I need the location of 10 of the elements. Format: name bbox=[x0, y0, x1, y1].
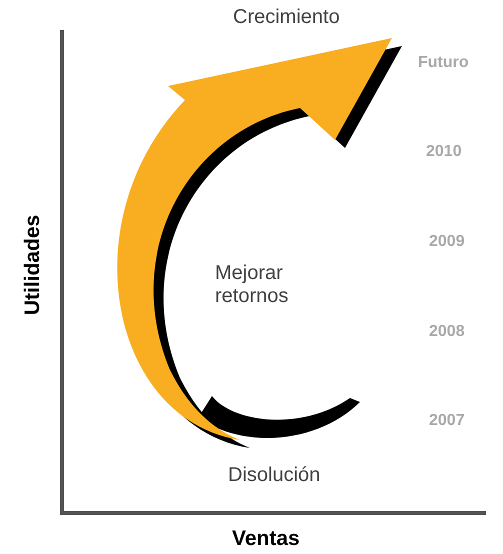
axis-title: Utilidades bbox=[20, 214, 45, 316]
year-label: 2008 bbox=[429, 323, 465, 342]
year-label: 2009 bbox=[429, 233, 465, 252]
year-label: 2010 bbox=[426, 143, 462, 162]
year-label: 2007 bbox=[429, 412, 465, 430]
axis-title: Ventas bbox=[232, 527, 300, 552]
stage-label: Disolución bbox=[228, 464, 320, 487]
growth-label: Crecimiento bbox=[233, 6, 340, 29]
center-label: Mejorar retornos bbox=[215, 262, 290, 308]
stage-label: Futuro bbox=[418, 54, 469, 72]
